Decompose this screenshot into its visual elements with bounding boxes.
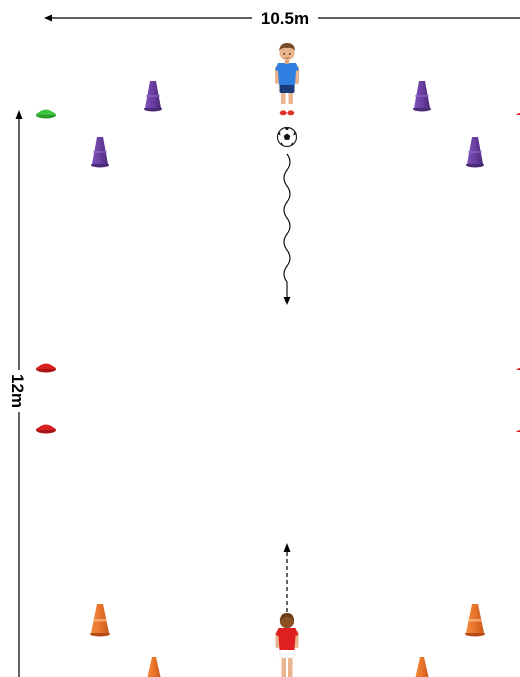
disc-red: [516, 430, 520, 432]
disc-red: [516, 113, 520, 115]
run-path-dashed-arrow: [283, 543, 291, 612]
length-arrowhead-top: [15, 110, 23, 119]
cone-orange: [147, 657, 161, 677]
disc-red: [516, 368, 520, 370]
length-label: 12m: [8, 374, 27, 408]
dashed-arrowhead: [283, 543, 291, 552]
disc-red: [36, 363, 56, 373]
cone-purple: [91, 137, 109, 168]
cone-purple: [466, 137, 484, 168]
soccer-ball: [276, 126, 298, 148]
disc-red: [36, 424, 56, 434]
purple-cones: [91, 81, 484, 168]
width-dimension: 10.5m: [44, 9, 520, 28]
cone-purple: [413, 81, 431, 112]
cone-purple: [144, 81, 162, 112]
cone-orange: [90, 604, 110, 637]
width-arrowhead-left: [44, 14, 52, 22]
disc-markers: [36, 109, 520, 434]
player-blue: [275, 43, 299, 116]
wavy-line: [283, 153, 291, 298]
cone-orange: [415, 657, 429, 677]
cone-orange: [465, 604, 485, 637]
wavy-arrowhead: [283, 297, 291, 305]
length-dimension: 12m: [8, 110, 27, 677]
player-red: [275, 613, 299, 677]
width-label: 10.5m: [261, 9, 309, 28]
dribble-path-wavy-arrow: [283, 153, 291, 305]
disc-green: [36, 109, 56, 119]
orange-cones: [90, 604, 485, 677]
